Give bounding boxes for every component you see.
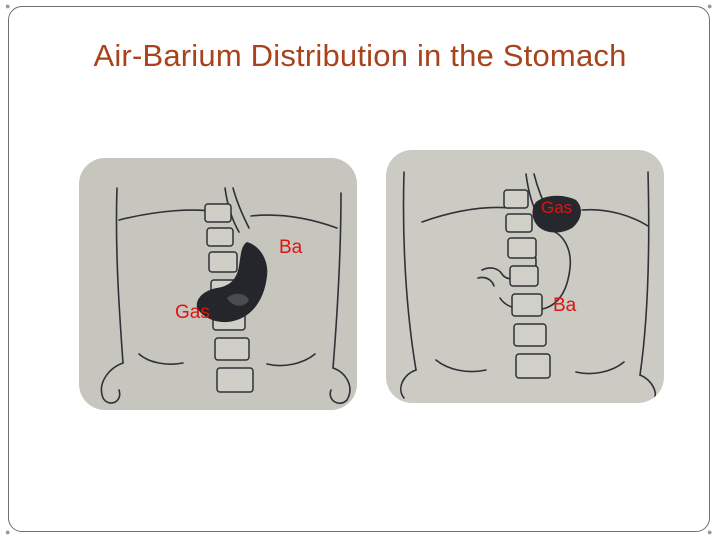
corner-mark: ● xyxy=(707,1,713,11)
label-gas: Gas xyxy=(175,302,210,323)
label-ba: Ba xyxy=(553,295,577,316)
left-illustration xyxy=(100,187,351,405)
right-illustration xyxy=(400,171,656,403)
corner-mark: ● xyxy=(5,527,11,537)
corner-mark: ● xyxy=(5,1,11,11)
slide-title: Air-Barium Distribution in the Stomach xyxy=(93,38,627,73)
label-ba: Ba xyxy=(279,237,303,258)
left-xray-drawing: Ba Gas xyxy=(79,158,357,410)
label-gas: Gas xyxy=(541,198,573,217)
slide-frame xyxy=(8,6,710,532)
right-xray-drawing: Gas Ba xyxy=(386,150,664,403)
corner-mark: ● xyxy=(707,527,713,537)
